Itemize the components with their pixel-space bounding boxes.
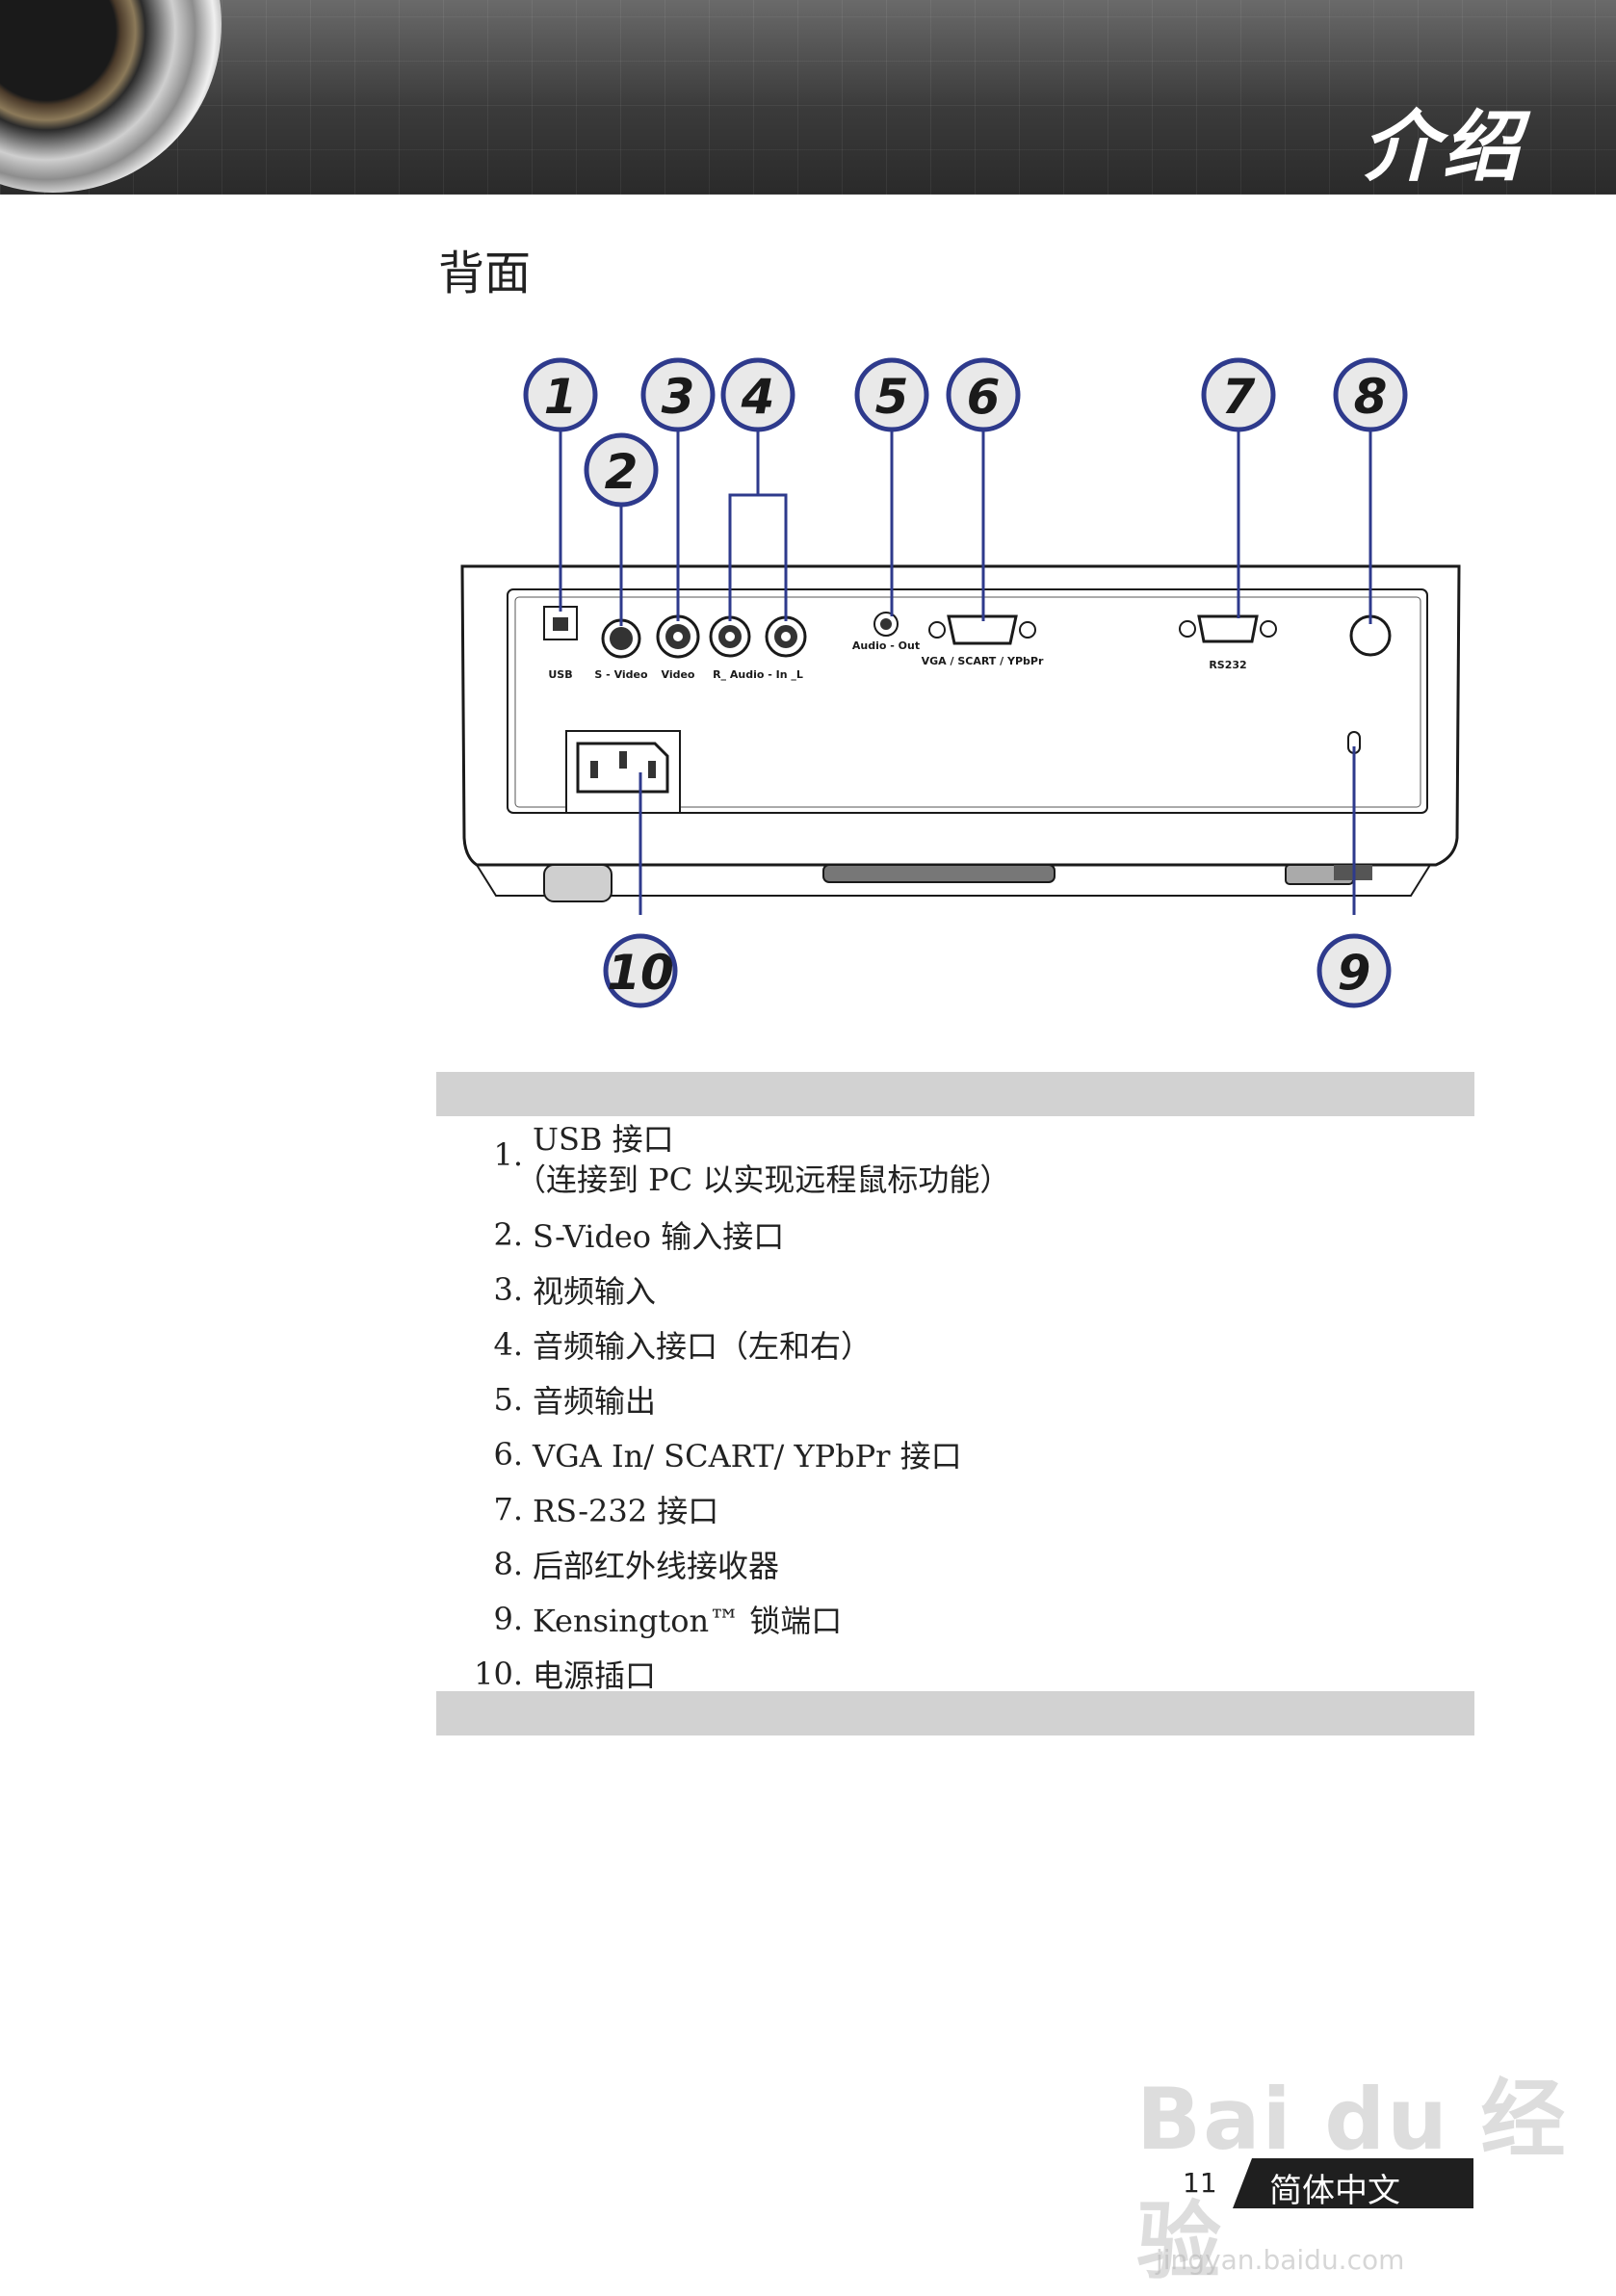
callout-4: 4	[720, 357, 795, 432]
watermark-url: jingyan.baidu.com	[1156, 2244, 1405, 2276]
list-item: 10. 电源插口	[436, 1634, 1474, 1694]
list-item-text: USB 接口	[533, 1121, 674, 1158]
list-item-number: 9.	[493, 1601, 523, 1637]
power-socket	[565, 730, 681, 814]
list-item-text: Kensington™ 锁端口	[533, 1603, 843, 1639]
callout-10-number: 10	[607, 945, 674, 1001]
callout-8: 8	[1333, 357, 1408, 432]
callout-7: 7	[1201, 357, 1276, 432]
audio-in-right-port	[709, 615, 751, 658]
list-item-text: VGA In/ SCART/ YPbPr 接口	[533, 1438, 962, 1474]
list-item-text: 音频输入接口（左和右）	[533, 1328, 873, 1365]
list-bottom-bar	[436, 1691, 1474, 1735]
list-item-text: S-Video 输入接口	[533, 1218, 785, 1255]
list-item-number: 5.	[493, 1381, 523, 1418]
list-item-text: 视频输入	[533, 1273, 657, 1310]
list-item: 4. 音频输入接口（左和右）	[436, 1305, 1474, 1365]
callout-9-number: 9	[1338, 945, 1371, 1001]
callout-1-number: 1	[544, 369, 578, 425]
callout-10: 10	[603, 933, 678, 1008]
usb-port	[543, 606, 578, 640]
list-item: 2. S-Video 输入接口	[436, 1195, 1474, 1255]
list-item: 5. 音频输出	[436, 1360, 1474, 1420]
audio-out-port	[873, 612, 899, 637]
audio-in-label: R_ Audio - In _L	[713, 668, 803, 681]
page-number: 11	[1183, 2167, 1217, 2199]
list-item-number: 6.	[493, 1436, 523, 1473]
list-item-number: 4.	[493, 1326, 523, 1363]
list-item: 6. VGA In/ SCART/ YPbPr 接口	[436, 1415, 1474, 1474]
list-item-number: 1.	[493, 1136, 523, 1173]
callout-8-number: 8	[1354, 369, 1388, 425]
callout-6: 6	[946, 357, 1021, 432]
list-item-number: 7.	[493, 1491, 523, 1527]
callout-6-number: 6	[967, 369, 1001, 425]
header-pattern	[0, 0, 1616, 195]
list-item: 3. 视频输入	[436, 1250, 1474, 1310]
list-item-number: 2.	[493, 1216, 523, 1253]
chapter-title: 介绍	[1362, 102, 1524, 192]
list-item-text: 电源插口	[533, 1657, 657, 1694]
video-port	[656, 614, 700, 659]
callout-9: 9	[1316, 933, 1392, 1008]
callout-2: 2	[584, 432, 659, 508]
port-list: 1. USB 接口 （连接到 PC 以实现远程鼠标功能） 2. S-Video …	[436, 1108, 1474, 1694]
list-top-bar	[436, 1072, 1474, 1116]
list-item: 8. 后部红外线接收器	[436, 1525, 1474, 1584]
language-label: 简体中文	[1269, 2172, 1400, 2210]
list-item-text: 音频输出	[533, 1383, 657, 1420]
list-item-number: 10.	[474, 1656, 523, 1692]
rear-panel-diagram: USB S - Video Video R_ Audio - In _L Aud…	[460, 357, 1461, 1008]
watermark-logo: Bai du 经验	[1136, 2070, 1568, 2291]
language-tab	[1233, 2158, 1473, 2208]
callout-5: 5	[854, 357, 929, 432]
svideo-label: S - Video	[594, 668, 648, 681]
list-item: 9. Kensington™ 锁端口	[436, 1579, 1474, 1639]
leader-lines	[559, 397, 1372, 915]
list-item-text: 后部红外线接收器	[533, 1548, 780, 1584]
callout-3-number: 3	[662, 369, 695, 425]
usb-label: USB	[548, 668, 572, 681]
audio-in-left-port	[765, 615, 807, 658]
rs232-label: RS232	[1209, 659, 1246, 671]
vga-port	[928, 614, 1036, 645]
header-banner: 介绍	[0, 0, 1616, 195]
list-item: 1. USB 接口 （连接到 PC 以实现远程鼠标功能）	[436, 1108, 1474, 1198]
callout-1: 1	[523, 357, 598, 432]
callout-3: 3	[640, 357, 716, 432]
callout-4-number: 4	[741, 369, 775, 425]
svideo-port	[601, 618, 641, 659]
list-item-number: 8.	[493, 1546, 523, 1582]
list-item-number: 3.	[493, 1271, 523, 1308]
list-item-subtext: （连接到 PC 以实现远程鼠标功能）	[515, 1161, 1011, 1198]
callout-7-number: 7	[1222, 369, 1256, 425]
section-title: 背面	[438, 247, 532, 300]
video-label: Video	[662, 668, 695, 681]
list-item: 7. RS-232 接口	[436, 1470, 1474, 1529]
vga-label: VGA / SCART / YPbPr	[922, 655, 1044, 667]
callout-2-number: 2	[605, 444, 639, 500]
callout-5-number: 5	[875, 369, 909, 425]
audio-out-label: Audio - Out	[852, 639, 920, 652]
list-item-text: RS-232 接口	[533, 1493, 719, 1529]
